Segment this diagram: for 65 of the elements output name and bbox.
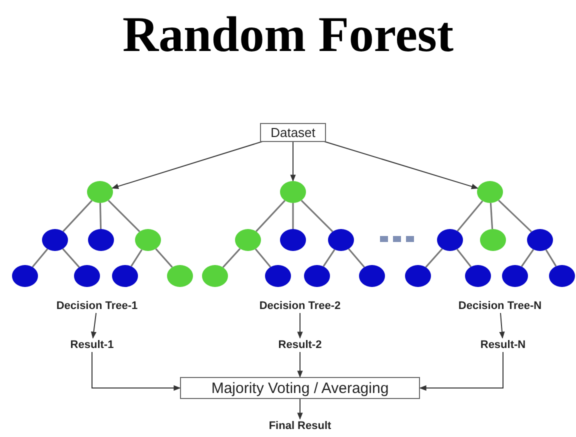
tree-node-circle [135, 229, 161, 251]
arrow [290, 141, 296, 182]
tree-node-circle [202, 265, 228, 287]
tree-node-circle [42, 229, 68, 251]
tree-node-circle [280, 181, 306, 203]
connector-line [32, 248, 48, 268]
connector-line [62, 200, 92, 232]
connector-line [62, 248, 80, 268]
tree-node-circle [304, 265, 330, 287]
tree-node-circle [265, 265, 291, 287]
connector-line [108, 200, 140, 232]
connector-line [520, 249, 534, 267]
tree-node-circle [405, 265, 431, 287]
tree-node-circle [235, 229, 261, 251]
tree-node-circle [328, 229, 354, 251]
connector-line [222, 248, 241, 268]
node-label: Result-2 [270, 338, 330, 352]
connector-line [348, 248, 365, 268]
connector-line [456, 200, 484, 232]
connector-line [545, 249, 557, 267]
tree-node-circle [477, 181, 503, 203]
node-label: Decision Tree-2 [250, 299, 350, 313]
tree-node-circle [167, 265, 193, 287]
connector-line [292, 203, 294, 229]
tree-node-circle [527, 229, 553, 251]
tree-node-circle [465, 265, 491, 287]
tree-node-circle [112, 265, 138, 287]
tree-node-circle [359, 265, 385, 287]
node-label: Decision Tree-N [448, 299, 552, 313]
node-label: Result-1 [62, 338, 122, 352]
tree-node-circle [502, 265, 528, 287]
arrow [297, 352, 303, 378]
arrow [92, 352, 181, 391]
connector-line [256, 200, 286, 232]
arrow [297, 312, 303, 339]
connector-line [490, 202, 494, 230]
connector-line [130, 249, 142, 267]
tree-node-circle [74, 265, 100, 287]
arrow [112, 141, 263, 189]
tree-node-circle [88, 229, 114, 251]
arrow [297, 398, 303, 420]
arrow [324, 141, 478, 190]
arrow [419, 352, 504, 391]
tree-node-circle [437, 229, 463, 251]
arrow [499, 312, 505, 339]
arrow [90, 312, 97, 339]
connector-line [425, 248, 443, 268]
node-label: Final Result [260, 419, 340, 433]
connector-line [99, 202, 102, 230]
tree-node-circle [87, 181, 113, 203]
dataset-box: Dataset [260, 122, 326, 142]
aggregation-box: Majority Voting / Averaging [180, 377, 420, 399]
connector-line [322, 249, 336, 267]
tree-node-circle [549, 265, 575, 287]
tree-node-circle [280, 229, 306, 251]
title: Random Forest [122, 5, 454, 64]
tree-node-circle [480, 229, 506, 251]
connector-line [456, 248, 472, 268]
node-label: Result-N [473, 338, 533, 352]
connector-line [155, 248, 173, 268]
connector-line [498, 200, 532, 232]
node-label: Decision Tree-1 [47, 299, 147, 313]
connector-line [254, 248, 272, 268]
connector-line [300, 200, 334, 232]
tree-node-circle [12, 265, 38, 287]
